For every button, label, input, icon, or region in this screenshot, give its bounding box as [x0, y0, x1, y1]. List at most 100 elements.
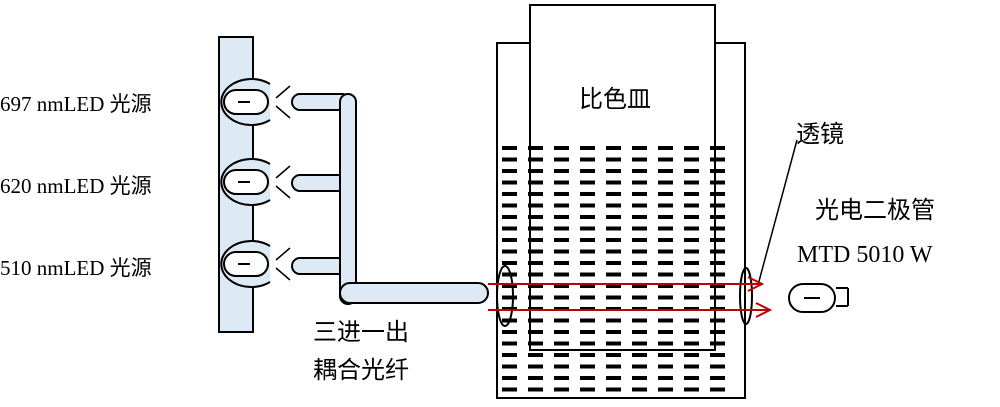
liquid-dash	[684, 226, 699, 231]
liquid-dash	[632, 203, 647, 208]
liquid-dash	[528, 330, 543, 334]
liquid-dash	[528, 353, 543, 357]
liquid-dash	[580, 364, 595, 369]
liquid-dash	[528, 272, 543, 277]
liquid-dash	[658, 180, 673, 185]
liquid-dash	[554, 249, 569, 254]
liquid-dash	[580, 330, 595, 334]
liquid-dash	[684, 284, 699, 288]
liquid-dash	[502, 203, 517, 208]
liquid-dash	[554, 295, 569, 300]
liquid-dash	[528, 364, 543, 369]
liquid-dash	[554, 376, 569, 380]
liquid-dash	[632, 157, 647, 162]
liquid-dash	[554, 192, 569, 196]
liquid-dash	[658, 249, 673, 254]
liquid-dash	[710, 226, 725, 231]
liquid-dash	[684, 169, 699, 173]
liquid-dash	[658, 238, 673, 242]
liquid-dash	[658, 284, 673, 288]
liquid-dash	[632, 238, 647, 242]
liquid-dash	[606, 284, 621, 288]
liquid-dash	[580, 387, 595, 392]
liquid-dash	[632, 226, 647, 231]
liquid-dash	[710, 295, 725, 300]
cuvette-liquid	[502, 146, 725, 392]
liquid-dash	[658, 261, 673, 265]
led-510-label: 510 nmLED 光源	[0, 256, 152, 280]
liquid-dash	[632, 261, 647, 265]
liquid-dash	[684, 249, 699, 254]
liquid-dash	[710, 376, 725, 380]
liquid-dash	[710, 169, 725, 173]
liquid-dash	[554, 215, 569, 219]
led-697	[220, 78, 291, 126]
liquid-dash	[554, 238, 569, 242]
liquid-dash	[632, 318, 647, 323]
liquid-dash	[580, 238, 595, 242]
liquid-dash	[606, 215, 621, 219]
liquid-dash	[528, 387, 543, 392]
liquid-dash	[606, 238, 621, 242]
liquid-dash	[710, 249, 725, 254]
liquid-dash	[554, 330, 569, 334]
light-beams	[488, 276, 773, 318]
led-620-label: 620 nmLED 光源	[0, 174, 152, 198]
liquid-dash	[580, 341, 595, 346]
liquid-dash	[554, 261, 569, 265]
liquid-dash	[710, 157, 725, 162]
liquid-dash	[658, 157, 673, 162]
liquid-dash	[502, 146, 517, 150]
liquid-dash	[580, 376, 595, 380]
liquid-dash	[710, 387, 725, 392]
coupling-fiber	[291, 93, 489, 305]
liquid-dash	[684, 353, 699, 357]
photodiode	[788, 283, 849, 313]
liquid-dash	[606, 146, 621, 150]
liquid-dash	[502, 261, 517, 265]
liquid-dash	[606, 376, 621, 380]
liquid-dash	[554, 353, 569, 357]
liquid-dash	[710, 203, 725, 208]
liquid-dash	[554, 226, 569, 231]
liquid-dash	[606, 272, 621, 277]
liquid-dash	[502, 330, 517, 334]
liquid-dash	[658, 330, 673, 334]
liquid-dash	[684, 341, 699, 346]
liquid-dash	[554, 203, 569, 208]
liquid-dash	[502, 215, 517, 219]
led-510	[220, 240, 291, 288]
liquid-dash	[606, 330, 621, 334]
liquid-dash	[606, 295, 621, 300]
liquid-dash	[684, 192, 699, 196]
liquid-dash	[528, 169, 543, 173]
liquid-dash	[580, 353, 595, 357]
liquid-dash	[554, 146, 569, 150]
liquid-dash	[502, 376, 517, 380]
liquid-dash	[528, 180, 543, 185]
liquid-dash	[528, 376, 543, 380]
liquid-dash	[502, 180, 517, 185]
liquid-dash	[710, 364, 725, 369]
liquid-dash	[528, 318, 543, 323]
lens-label: 透镜	[796, 121, 844, 148]
liquid-dash	[632, 387, 647, 392]
liquid-dash	[502, 157, 517, 162]
liquid-dash	[658, 353, 673, 357]
liquid-dash	[580, 215, 595, 219]
liquid-dash	[606, 249, 621, 254]
liquid-dash	[606, 261, 621, 265]
liquid-dash	[580, 249, 595, 254]
liquid-dash	[658, 387, 673, 392]
liquid-dash	[684, 215, 699, 219]
lens-pointer	[757, 139, 798, 286]
liquid-dash	[502, 387, 517, 392]
liquid-dash	[606, 192, 621, 196]
led-620	[220, 158, 291, 206]
liquid-dash	[632, 364, 647, 369]
liquid-dash	[528, 157, 543, 162]
liquid-dash	[580, 261, 595, 265]
liquid-dash	[554, 341, 569, 346]
liquid-dash	[606, 387, 621, 392]
liquid-dash	[684, 238, 699, 242]
